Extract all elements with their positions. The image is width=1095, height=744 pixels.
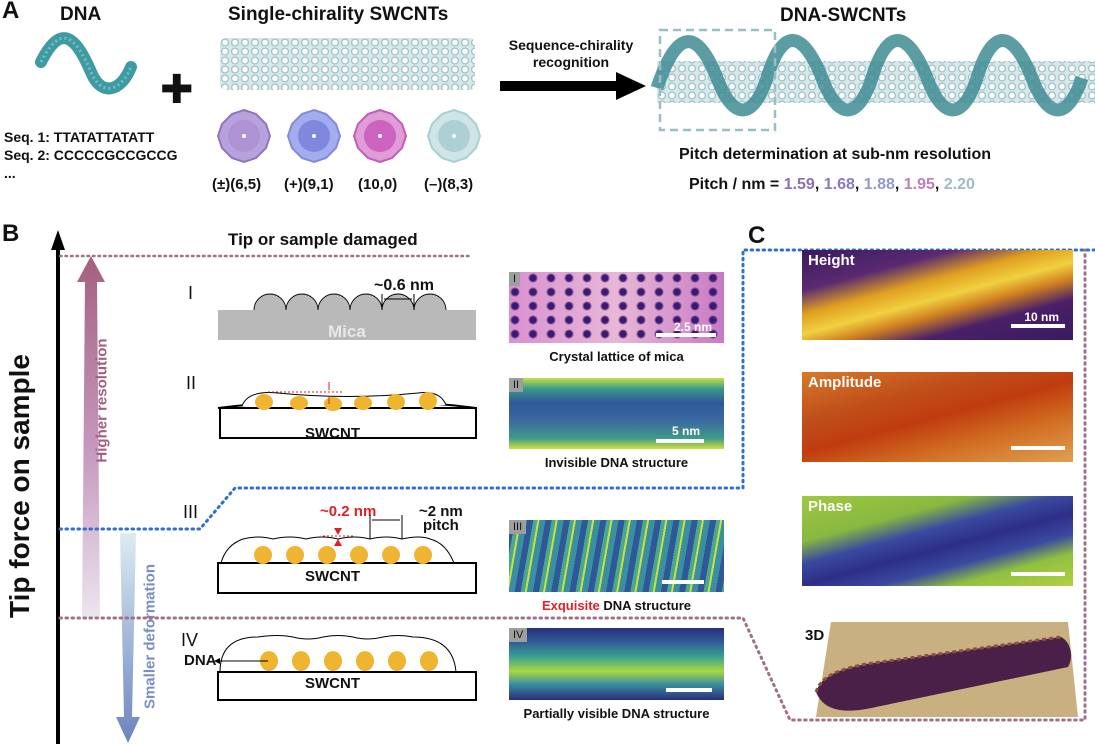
pitch-value: 1.95 [903,176,935,193]
dna-title: DNA [60,4,102,25]
pitch-annotation-line-1: ~2 nm [419,503,463,520]
image-tag: IV [509,628,528,642]
recognition-label-line-1: Sequence-chirality [508,37,634,53]
regime-ii-label: II [186,373,197,393]
chirality-label: (±)(6,5) [212,176,262,193]
caption-invisible: Invisible DNA structure [544,455,689,470]
swcnt-schematic-iv [214,635,477,701]
caption-highlight: Exquisite [541,598,600,613]
substrate-label: SWCNT [305,425,360,442]
pitch-value: 1.68 [823,176,855,193]
image-tag: III [509,520,527,534]
plus-icon: ✚ [160,68,194,112]
scale-bar-label: 5 nm [671,424,700,438]
guide-lines [58,248,1095,722]
image-label: Amplitude [808,374,882,391]
pitch-value: 2.20 [943,176,975,193]
scale-bar [656,439,704,443]
right-arrow-icon [500,72,646,100]
substrate-label: SWCNT [305,675,360,692]
sequence-1: Seq. 1: TTATATTATATT [4,129,155,145]
chirality-label: (+)(9,1) [284,176,334,193]
scale-bar-label: 10 nm [1024,310,1059,324]
scale-bar-label: 2.5 nm [673,320,712,334]
swcnt-schematic-iii [217,515,477,594]
nanotube-icon [220,38,475,90]
regime-iv-label: IV [181,630,199,650]
image-label: Phase [808,498,853,515]
height-image: Height 10 nm [802,250,1073,340]
scale-bar [666,688,712,692]
force-axis-label: Tip force on sample [4,354,35,618]
force-axis-arrow [51,230,65,744]
complex-title: DNA-SWCNTs [780,5,907,26]
pitch-annotation-line-2: pitch [422,517,459,534]
image-label: 3D [805,627,825,644]
chirality-8-3-icon [426,108,482,164]
smaller-deformation-arrow [116,533,140,743]
dna-label: DNA [184,652,217,669]
mica-schematic [218,293,476,340]
panel-c-label: C [748,222,766,249]
scale-bar [1011,446,1065,450]
swcnt-schematic-ii [217,382,477,439]
afm-image-invisible: II 5 nm [509,378,724,449]
chirality-label: (10,0) [358,176,398,193]
dna-swcnt-complex-icon [650,28,1095,132]
pitch-value: 1.59 [783,176,815,193]
3d-rendering [814,622,1078,717]
caption-partial: Partially visible DNA structure [523,706,710,721]
image-tag: I [509,272,521,286]
amplitude-image: Amplitude [802,372,1073,462]
pitch-value: 1.88 [863,176,895,193]
caption-rest: DNA structure [599,598,692,613]
dna-ribbon-icon [35,32,137,95]
image-tag: II [509,378,524,392]
pitch-heading: Pitch determination at sub-nm resolution [679,146,992,163]
scale-bar [1011,324,1065,328]
sequence-list: Seq. 1: TTATATTATATT Seq. 2: CCCCCGCCGCC… [4,128,177,182]
afm-image-mica: I 2.5 nm [509,272,724,343]
caption-mica: Crystal lattice of mica [549,349,684,364]
scale-bar [662,580,704,584]
afm-image-partial: IV [509,628,724,700]
panel-a-label: A [2,0,20,24]
pitch-values: Pitch / nm = 1.59, 1.68, 1.88, 1.95, 2.2… [689,176,975,193]
chirality-6-5-icon [216,108,272,164]
lattice-spacing-label: ~0.6 nm [374,277,435,294]
recognition-label: Sequence-chirality recognition [498,37,644,71]
scale-bar [656,333,716,337]
pitch-annotation: ~2 nm pitch [419,503,463,534]
pitch-prefix: Pitch / nm = [689,176,784,193]
afm-image-exquisite: III [509,520,724,592]
phase-image: Phase [802,496,1073,586]
substrate-label: Mica [328,322,366,341]
damaged-label: Tip or sample damaged [228,230,418,249]
sequence-2: Seq. 2: CCCCCGCCGCCG [4,147,178,163]
regime-iii-label: III [183,502,199,522]
indentation-label: ~0.2 nm [320,503,377,520]
regime-i-label: I [188,283,194,303]
panel-b-label: B [2,220,20,247]
chirality-label: (–)(8,3) [424,176,474,193]
substrate-label: SWCNT [305,568,360,585]
chirality-9-1-icon [286,108,342,164]
scale-bar [1011,572,1065,576]
chirality-10-0-icon [352,108,408,164]
swcnt-title: Single-chirality SWCNTs [228,4,449,25]
recognition-label-line-2: recognition [532,54,610,70]
sequence-more: ... [4,165,16,181]
image-label: Height [808,252,855,269]
caption-exquisite: Exquisite DNA structure [509,598,724,613]
